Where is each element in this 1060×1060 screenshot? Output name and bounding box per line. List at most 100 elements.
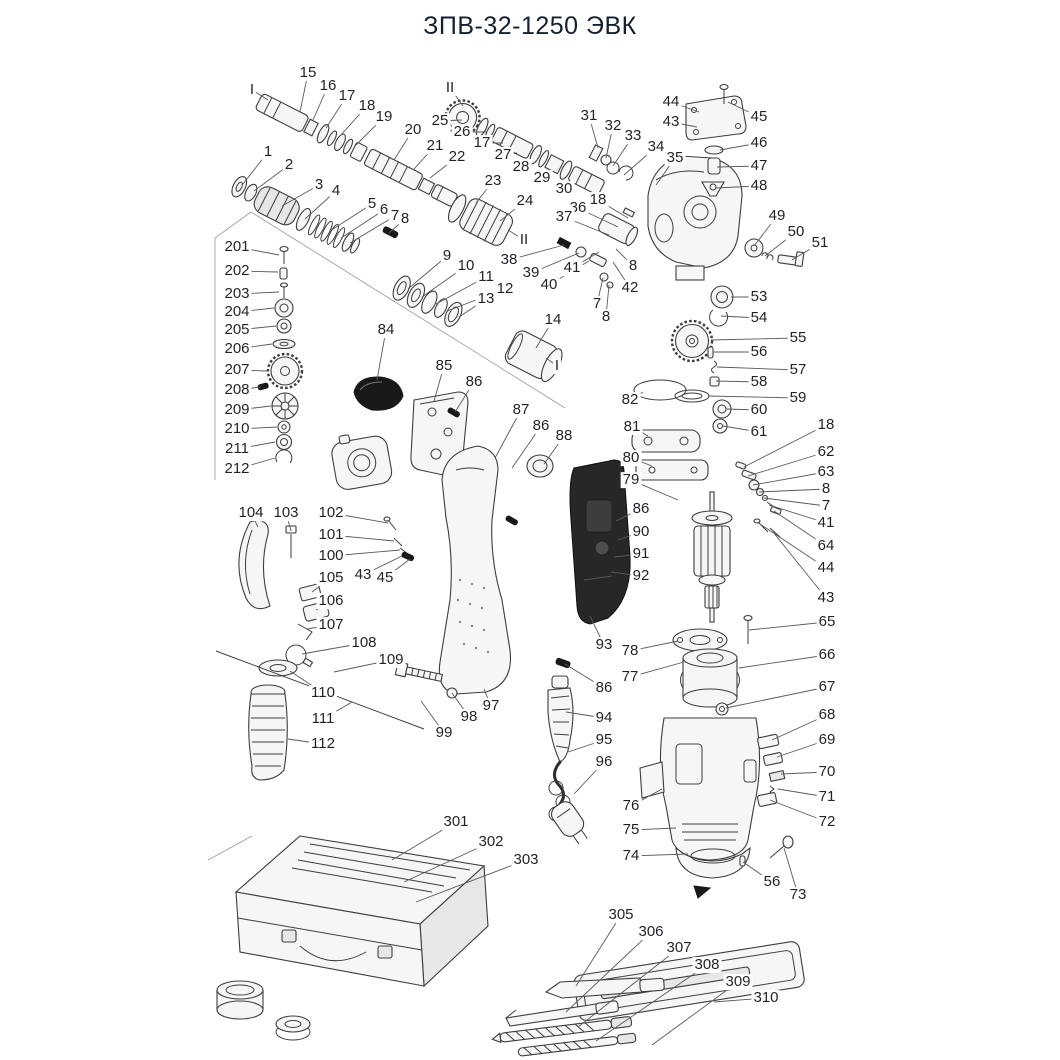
leader-line [376,329,387,381]
clutch-parts [744,238,805,267]
leader-line [753,215,778,247]
leader-line [772,531,827,599]
leader-line [575,914,622,987]
leader-line [333,659,392,673]
armature [691,491,733,623]
leader-line [759,523,827,569]
leader-line [743,424,827,468]
leader-line [236,441,276,450]
leader-line [565,931,652,1013]
washer [715,702,729,716]
leader-line [330,534,395,542]
leader-line [752,471,827,486]
leader-line [783,847,799,896]
handle-collar [526,454,554,478]
leader-line [301,642,365,655]
left-parts-column [257,245,304,464]
leader-line [776,739,828,758]
leader-line [605,284,610,318]
leader-line [780,771,828,775]
leader-line [612,135,634,167]
leader-line [588,115,599,149]
leader-line [306,624,332,630]
leader-line [339,105,368,137]
leader-line [312,85,329,121]
leader-line [595,964,708,1042]
gear-housing-cover [410,391,469,477]
leader-line [393,129,414,161]
leader-line [236,246,280,256]
leader-line [577,947,680,1028]
gear-head-housing [647,155,743,281]
leader-line [707,395,799,399]
spindle-assembly-2 [444,99,605,195]
leader-line [446,288,506,312]
leader-line [451,692,470,718]
main-handle [438,445,512,695]
leader-line [748,621,828,631]
leader-line [421,265,467,298]
leader-line [420,700,445,734]
leader-line [758,488,827,493]
leader-line [615,248,634,267]
leader-line [629,391,644,401]
leader-line [561,180,565,190]
flange-washer-hole [269,664,287,672]
leader-line [722,425,760,433]
leader-line [429,156,458,179]
leader-line [791,242,821,261]
stator [680,648,740,708]
leader-line [236,369,268,372]
drill-bits [491,977,665,1057]
leader-line [384,558,411,579]
leader-line [329,203,373,232]
leader-line [236,457,276,470]
leader-line [330,549,401,557]
leader-line [475,180,494,204]
leader-line [567,739,605,753]
leader-line [499,200,526,222]
brush-assembly [739,733,794,867]
handle-screw [555,657,571,669]
leader-line [388,218,406,234]
spindle-lock-parts [735,461,782,538]
spindle-assembly-1 [255,93,458,207]
carrying-case [234,835,489,988]
leader-line [725,686,828,709]
handle-clamp [285,525,330,668]
leader-line [299,72,309,113]
intermediate-gear-stack [670,285,734,434]
leader-line [236,325,277,331]
leader-line [769,799,828,823]
leader-line [651,981,739,1046]
leader-line [715,380,760,383]
leader-line [435,276,487,305]
round-cap [275,1015,311,1041]
hammer-cylinder [504,330,563,383]
motor-housing [639,717,761,861]
leader-line [304,190,337,220]
side-handle-grip [248,684,288,781]
leader-line [605,125,614,159]
leader-line [236,386,262,391]
leader-line [391,821,457,861]
leader-line [289,670,324,694]
leader-line [508,244,565,261]
leader-line [415,859,527,903]
top-cover-plate [685,83,747,141]
leader-line [494,409,522,459]
leader-line [630,479,679,501]
leader-line [362,555,403,576]
handle-bolt [394,661,444,682]
leader-line [777,788,828,798]
leader-line [742,861,773,883]
leader-line [287,738,324,745]
leader-line [236,343,273,350]
leader-line [612,261,631,289]
gear-cap [353,376,404,411]
leader-line [530,252,580,274]
handle-collar-hole [532,459,548,473]
leader-line [349,215,396,244]
page-title: ЗПВ-32-1250 ЭВК [423,12,637,40]
flange-washer [258,659,298,677]
